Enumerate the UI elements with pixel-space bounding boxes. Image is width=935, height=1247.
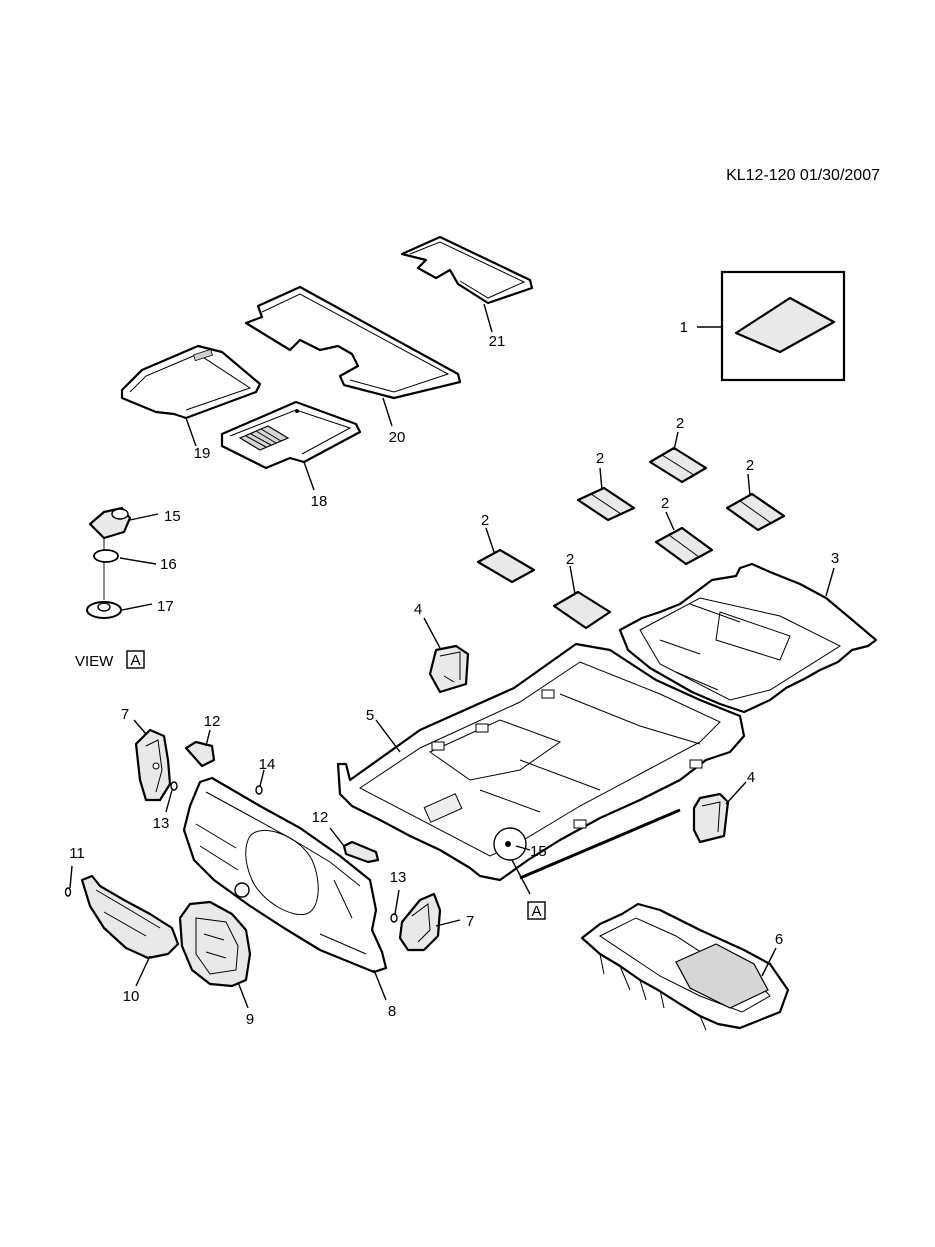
part-18-front-right-mat: 18 [220,400,362,510]
callout-20: 20 [389,429,406,446]
callout-2a: 2 [676,415,684,432]
part-15-retainer: 15 [88,506,181,540]
part-14-clip: 14 [255,756,276,795]
part-21-rear-mat: 21 [400,235,534,350]
callout-4-right: 4 [747,769,755,786]
callout-7-left: 7 [121,706,129,723]
callout-13-right: 13 [390,869,407,886]
callout-12-lower: 12 [312,809,329,826]
callout-4-left: 4 [414,601,422,618]
view-label: VIEW [75,653,114,670]
part-2-insulator-pads: 2 2 2 2 2 2 [476,415,786,630]
part-4-insulator-left: 4 [414,601,470,694]
part-1-sound-insulator-kit: 1 [680,270,846,382]
pad-2c: 2 [725,457,786,532]
callout-16: 16 [160,556,177,573]
part-5-front-floor-carpet: 5 [336,642,746,882]
mat-heel-pad [238,425,290,451]
callout-2f: 2 [566,551,574,568]
pad-2d: 2 [654,495,714,566]
part-13-clip-right: 13 [390,869,407,923]
part-19-front-left-mat: 19 [120,344,262,462]
callout-2b: 2 [596,450,604,467]
part-17-grommet: 17 [86,598,174,619]
callout-2e: 2 [481,512,489,529]
part-4-insulator-right: 4 [692,769,755,844]
callout-15: 15 [164,508,181,525]
part-3-rear-floor-carpet: 3 [618,550,878,714]
part-9-insulator: 9 [178,900,254,1028]
part-6-rear-insulator: 6 [580,902,790,1031]
callout-17: 17 [157,598,174,615]
callout-9: 9 [246,1011,254,1028]
part-13-clip-left: 13 [153,781,178,832]
part-20-second-row-mat: 20 [244,285,462,446]
callout-10: 10 [123,988,140,1005]
callout-15-carpet: 15 [530,843,547,860]
view-a-marker: 15 A [493,827,547,920]
part-7-insulator-left: 7 [121,706,172,802]
callout-1: 1 [680,319,688,336]
callout-7-right: 7 [466,913,474,930]
callout-8: 8 [388,1003,396,1020]
callout-5: 5 [366,707,374,724]
part-8-dash-insulator: 8 [182,776,396,1020]
callout-12-upper: 12 [204,713,221,730]
callout-11: 11 [69,845,85,862]
pad-2e: 2 [476,512,536,584]
callout-3: 3 [831,550,839,567]
callout-2d: 2 [661,495,669,512]
callout-6: 6 [775,931,783,948]
part-12-insulator-upper: 12 [184,713,221,768]
callout-18: 18 [311,493,328,510]
pad-2b: 2 [576,450,636,522]
part-10-insulator: 10 [80,874,180,1005]
pad-2a: 2 [648,415,708,484]
callout-21: 21 [489,333,506,350]
view-box-letter: A [130,652,140,669]
part-11-clip: 11 [64,845,85,897]
part-7-insulator-right: 7 [398,892,474,952]
callout-a-box: A [531,903,541,920]
callout-2c: 2 [746,457,754,474]
pad-2f: 2 [552,551,612,630]
part-12-insulator-lower: 12 [312,809,380,864]
callout-13-left: 13 [153,815,170,832]
part-16-washer: 16 [93,549,177,573]
diagram-id: KL12-120 01/30/2007 [726,167,880,184]
view-a-detail: 15 16 17 VIEW A [75,506,181,670]
callout-14: 14 [259,756,276,773]
callout-19: 19 [194,445,211,462]
